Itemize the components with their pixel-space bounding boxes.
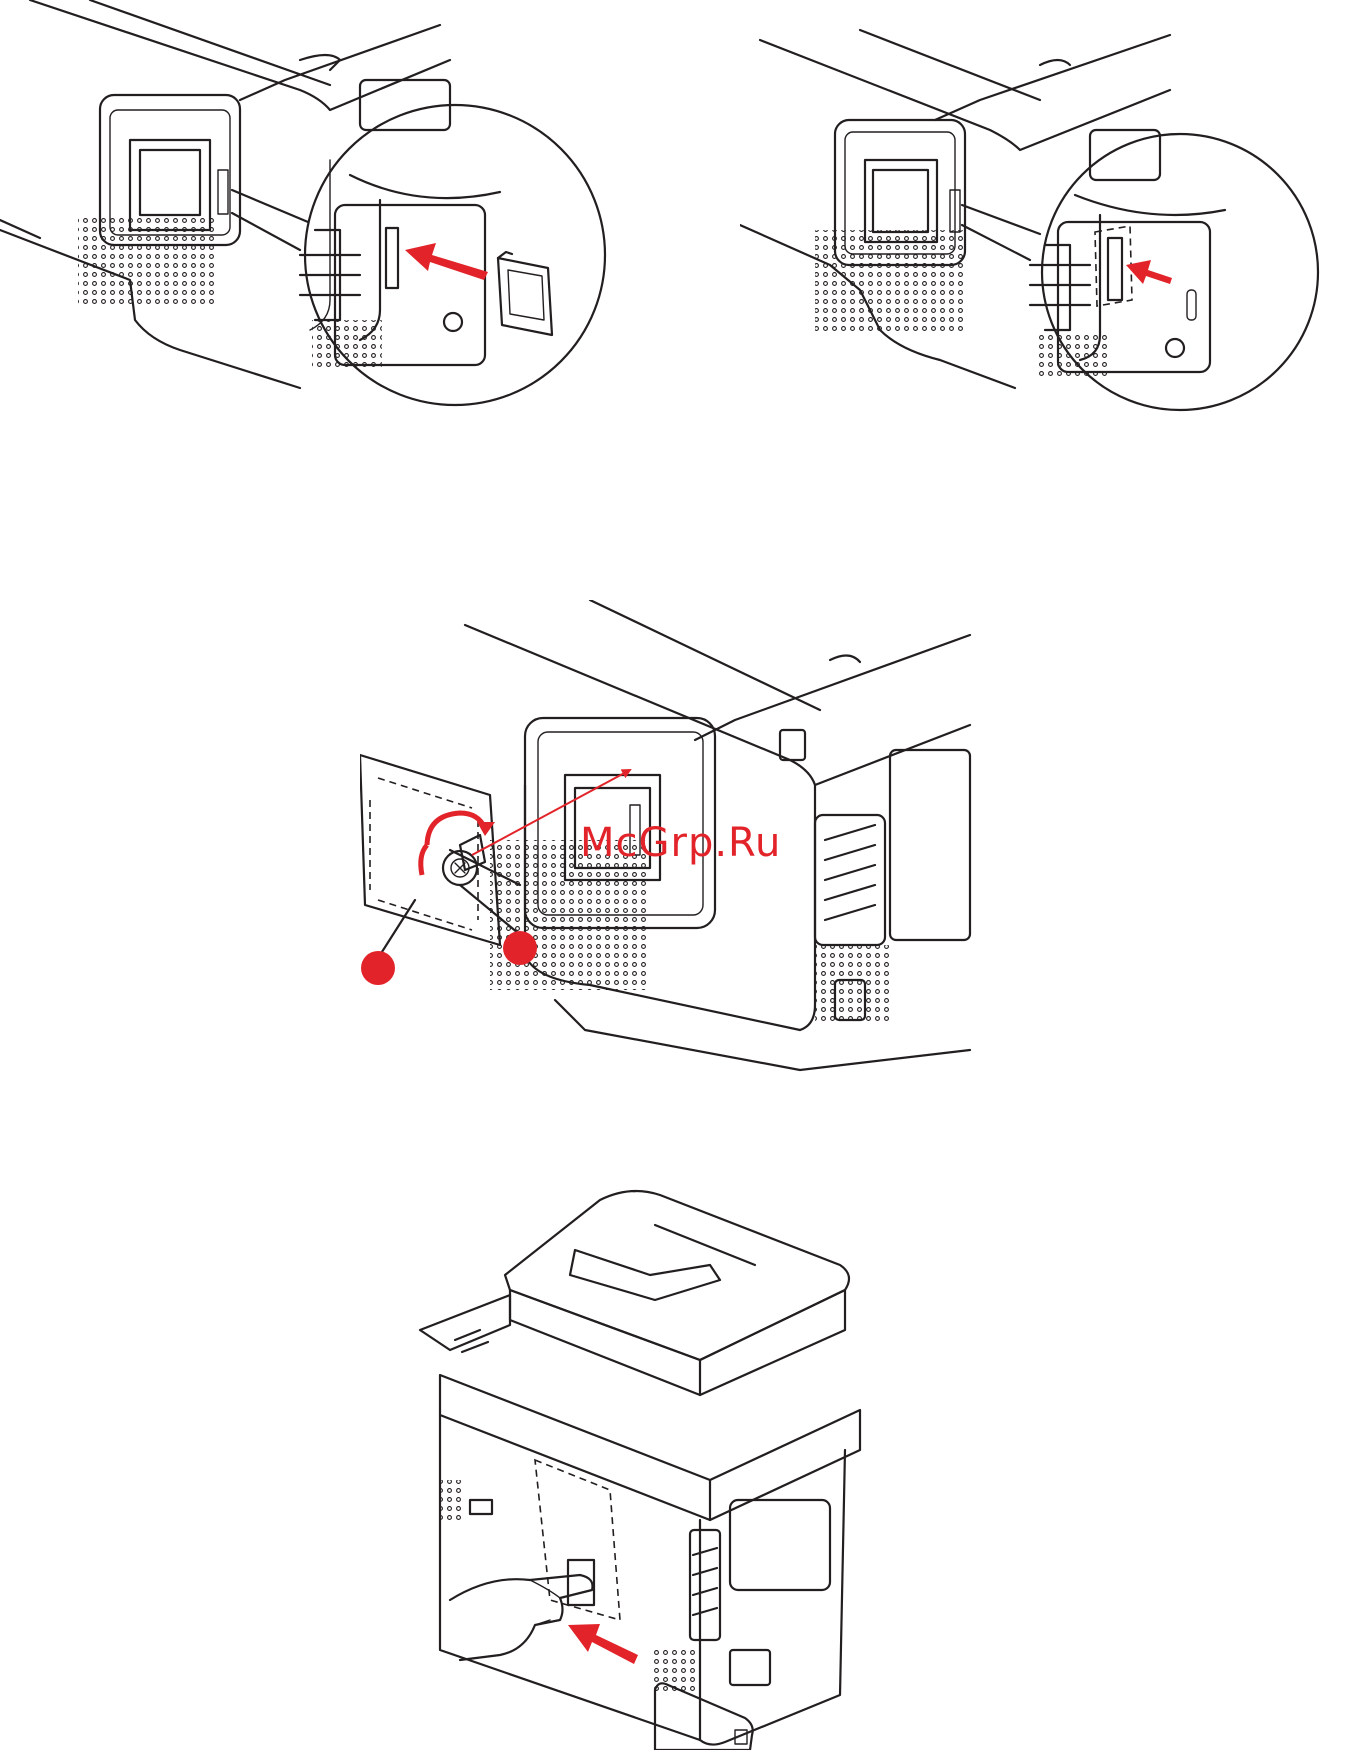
watermark-text: McGrp.Ru bbox=[580, 820, 781, 866]
sd-card-icon bbox=[498, 252, 552, 335]
arrow-icon bbox=[1126, 260, 1172, 284]
arrow-icon bbox=[405, 243, 488, 280]
arrow-icon bbox=[568, 1624, 638, 1664]
printer-side-icon bbox=[0, 0, 450, 388]
cover-plate-icon bbox=[360, 755, 500, 945]
panel-refit-cover bbox=[400, 1180, 880, 1750]
callout-dot-icon bbox=[503, 931, 537, 965]
callout-dot-icon bbox=[361, 951, 395, 985]
printer-side-icon bbox=[740, 30, 1170, 388]
panel-sd-card-inserted bbox=[740, 0, 1351, 450]
panel-insert-sd-card bbox=[0, 0, 640, 450]
printer-mfp-icon bbox=[420, 1191, 860, 1745]
hand-icon bbox=[450, 1560, 594, 1660]
